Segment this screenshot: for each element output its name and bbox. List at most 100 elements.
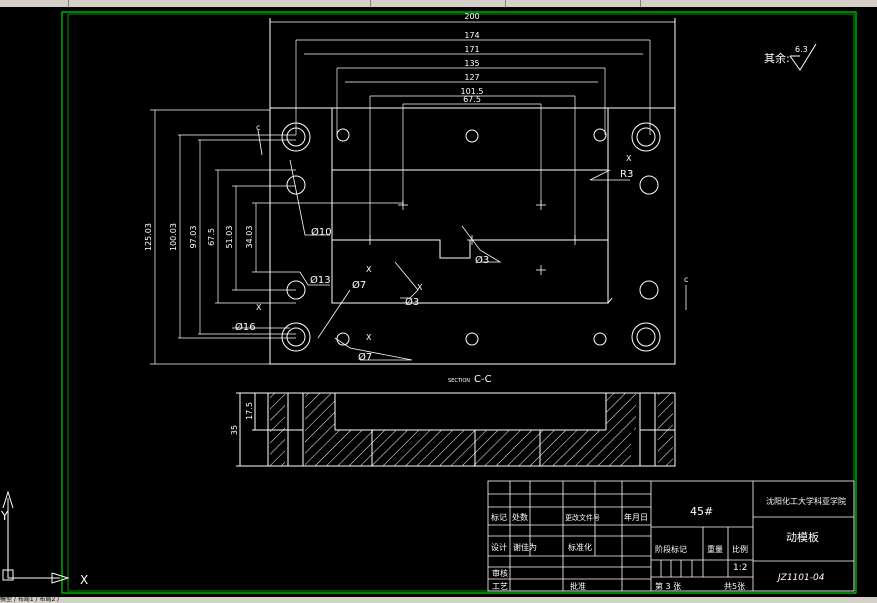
callout-d7b: Ø7	[358, 351, 372, 363]
roughness-label: 其余:	[764, 51, 790, 65]
tb-material: 45#	[690, 505, 713, 518]
callout-d3a: Ø3	[475, 254, 489, 266]
toolbar-strip	[0, 0, 877, 7]
tb-weight: 重量	[707, 544, 723, 554]
callout-x1: X	[626, 154, 632, 163]
tb-craft: 工艺	[492, 582, 508, 591]
tb-part-name: 动模板	[786, 530, 819, 544]
guide-hole-bl	[281, 322, 311, 352]
callout-d13: Ø13	[310, 274, 331, 286]
dim-97-03: 97.03	[189, 226, 198, 249]
vertical-dim-labels: 125.03 100.03 97.03 67.5 51.03 34.03	[144, 223, 254, 251]
hatch-left-post	[305, 393, 335, 430]
dim-127: 127	[464, 73, 479, 82]
holes	[281, 122, 661, 352]
callout-d7a: Ø7	[352, 279, 366, 291]
tb-designer: 谢佳为	[513, 542, 537, 552]
callouts: R3 Ø10 Ø3 Ø13 Ø7 Ø3 Ø16 Ø7 X X X X X c c	[235, 123, 688, 363]
cavity-step	[332, 169, 609, 259]
screw-hole	[465, 332, 479, 346]
tb-std: 标准化	[568, 542, 592, 552]
dim-35: 35	[230, 425, 239, 435]
tb-drawing-no: JZ1101-04	[776, 573, 825, 583]
cut-mark-left: c	[256, 123, 260, 132]
callout-r3: R3	[620, 169, 633, 180]
roughness-symbol	[789, 43, 817, 71]
callout-x3: X	[417, 283, 423, 292]
callout-x4: X	[256, 303, 262, 312]
horizontal-dim-labels: 200 174 171 135 127 101.5 67.5	[461, 12, 484, 104]
horizontal-dimensions	[270, 21, 675, 240]
tb-mark: 标记	[491, 512, 507, 522]
hatch-bottom	[305, 430, 631, 466]
center-marks	[365, 200, 580, 275]
screw-hole	[336, 128, 350, 142]
pin-hole	[639, 280, 659, 300]
dim-67-5: 67.5	[463, 95, 481, 104]
tb-doc-no: 更改文件号	[565, 513, 600, 522]
dim-101-5: 101.5	[461, 87, 484, 96]
dim-125-03: 125.03	[144, 223, 153, 251]
dim-17-5: 17.5	[245, 402, 254, 420]
toolbar-divider	[640, 0, 641, 7]
guide-hole-tl	[281, 122, 311, 152]
tb-design: 设计	[491, 542, 507, 552]
screw-hole	[593, 128, 607, 142]
guide-hole-tr	[631, 122, 661, 152]
screw-hole	[465, 129, 479, 143]
dim-200: 200	[464, 12, 479, 21]
inner-frame	[67, 13, 855, 592]
leader-lines	[232, 129, 687, 361]
pin-hole	[639, 175, 659, 195]
ucs-icon	[2, 490, 70, 584]
tb-stage: 阶段标记	[655, 544, 687, 554]
tb-scale: 1:2	[733, 563, 747, 573]
dim-174: 174	[464, 31, 479, 40]
screw-hole	[593, 332, 607, 346]
dim-135: 135	[464, 59, 479, 68]
tb-approve: 批准	[570, 581, 586, 591]
roughness-note: 其余: 6.3	[764, 43, 817, 71]
tb-check: 审核	[492, 568, 508, 578]
title-block	[487, 480, 855, 592]
outer-frame	[61, 11, 857, 594]
section-prefix: SECTION	[448, 378, 470, 384]
dim-67-5-v: 67.5	[207, 228, 216, 246]
dim-51-03: 51.03	[225, 226, 234, 249]
pin-hole	[286, 280, 306, 300]
toolbar-divider	[68, 0, 69, 7]
guide-hole-br	[631, 322, 661, 352]
side-view-dims: 35 17.5	[230, 402, 254, 435]
plan-view	[269, 18, 676, 365]
toolbar-divider	[505, 0, 506, 7]
toolbar-divider	[370, 0, 371, 7]
tb-count: 处数	[512, 512, 528, 522]
cavity-outline	[331, 107, 609, 304]
dim-34-03: 34.03	[245, 226, 254, 249]
section-label: SECTION C-C	[448, 374, 492, 385]
cut-mark-right: c	[684, 275, 688, 284]
pin-hole	[286, 175, 306, 195]
command-line[interactable]: 模型 / 布局1 / 布局2 /	[0, 597, 877, 603]
title-block-text: 标记 处数 更改文件号 年月日 设计 谢佳为 标准化 审核 工艺 批准 45# …	[491, 496, 846, 591]
roughness-value: 6.3	[795, 45, 808, 54]
tb-total: 共5张	[724, 582, 745, 591]
vertical-dimensions	[150, 109, 403, 365]
dim-171: 171	[464, 45, 479, 54]
callout-x2: X	[366, 265, 372, 274]
section-name: C-C	[474, 374, 492, 385]
callout-d16: Ø16	[235, 321, 256, 333]
hatch-right-post	[606, 393, 636, 430]
tb-scale-label: 比例	[732, 544, 748, 554]
tb-sheet: 第 3 张	[655, 581, 681, 591]
callout-d3b: Ø3	[405, 296, 419, 308]
tb-school: 沈阳化工大学科亚学院	[766, 496, 846, 506]
ucs-y-label: Y	[0, 509, 9, 523]
ucs-x-label: X	[80, 573, 88, 587]
side-view	[236, 392, 676, 467]
tb-date: 年月日	[624, 512, 648, 522]
callout-d10: Ø10	[311, 226, 332, 238]
callout-x5: X	[366, 333, 372, 342]
dim-100-03: 100.03	[169, 223, 178, 251]
